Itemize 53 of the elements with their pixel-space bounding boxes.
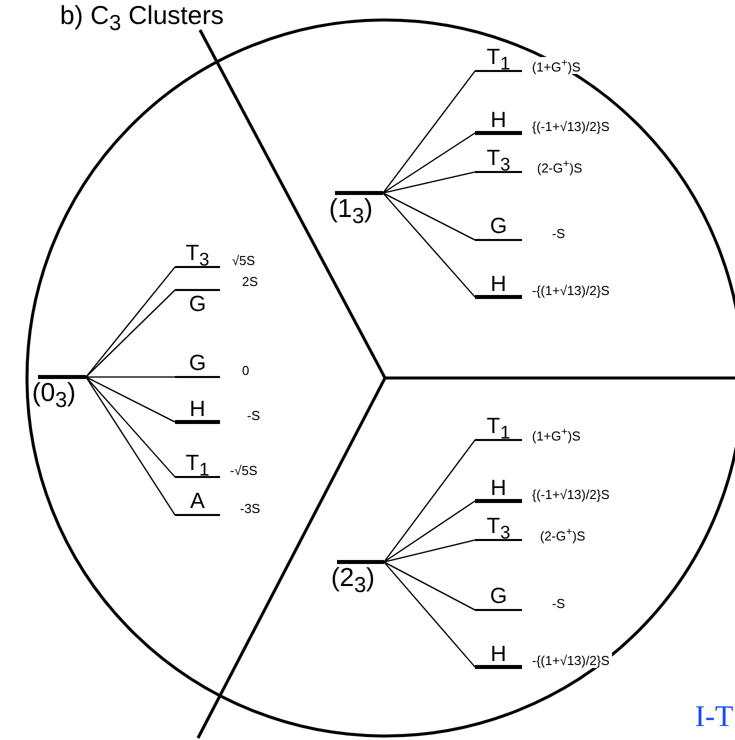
energy-level: H bbox=[475, 107, 522, 135]
splitting-line bbox=[85, 376, 176, 516]
energy-level: T$_{3}$ bbox=[475, 513, 522, 541]
energy-level: G bbox=[175, 289, 220, 317]
energy-level: T$_{1}$ bbox=[175, 450, 220, 478]
splitting-line bbox=[382, 70, 476, 194]
splitting-line bbox=[382, 192, 476, 241]
energy-level: G bbox=[475, 583, 522, 611]
energy-value: -3S bbox=[238, 501, 262, 516]
energy-value: 0 bbox=[240, 363, 252, 378]
energy-value: {(-1+√13)/2}S bbox=[530, 119, 612, 134]
splitting-line bbox=[86, 376, 176, 478]
state-label: (1$_{3}$) bbox=[329, 191, 389, 227]
energy-value: -{(1+√13)/2}S bbox=[530, 653, 612, 668]
figure-title: b) C$_{3}$ Clusters bbox=[60, 0, 224, 36]
splitting-line bbox=[384, 562, 476, 668]
energy-level: T$_{1}$ bbox=[475, 413, 522, 441]
state-label: (0$_{3}$) bbox=[32, 375, 92, 411]
splitting-line bbox=[86, 290, 176, 378]
energy-value: -√5S bbox=[228, 463, 260, 478]
energy-value: (1+G$^{+}$)S bbox=[530, 57, 583, 74]
splitting-line bbox=[86, 266, 176, 378]
energy-value: {(-1+√13)/2}S bbox=[530, 487, 612, 502]
energy-value: (2-G$^{+}$)S bbox=[538, 526, 588, 544]
energy-level: H bbox=[475, 475, 522, 503]
splitting-line bbox=[382, 171, 476, 194]
page-text: I-T bbox=[695, 700, 734, 734]
energy-level: T$_{3}$ bbox=[175, 240, 220, 268]
energy-level: T$_{1}$ bbox=[475, 44, 522, 72]
energy-level: G bbox=[175, 350, 220, 378]
splitting-line bbox=[384, 500, 476, 563]
energy-value: -S bbox=[245, 408, 262, 423]
energy-level: G bbox=[475, 213, 522, 241]
splitting-line bbox=[384, 561, 476, 611]
energy-level: H bbox=[175, 396, 220, 424]
energy-value: (2-G$^{+}$)S bbox=[535, 158, 584, 176]
splitting-line bbox=[382, 132, 476, 194]
energy-value: -S bbox=[550, 596, 567, 611]
energy-value: -{(1+√13)/2}S bbox=[530, 283, 612, 298]
splitting-line bbox=[383, 440, 476, 562]
energy-value: (1+G$^{+}$)S bbox=[530, 426, 583, 444]
energy-value: 2S bbox=[240, 274, 260, 289]
energy-level: T$_{3}$ bbox=[475, 145, 522, 173]
energy-value: -S bbox=[550, 226, 567, 241]
energy-level: A bbox=[175, 488, 220, 516]
energy-value: √5S bbox=[230, 253, 258, 268]
splitting-line bbox=[86, 376, 175, 378]
state-label: (2$_{3}$) bbox=[331, 560, 391, 596]
energy-level: H bbox=[475, 271, 522, 299]
energy-level: H bbox=[475, 641, 522, 669]
splitting-line bbox=[382, 192, 476, 298]
splitting-line bbox=[86, 376, 176, 423]
splitting-line bbox=[384, 539, 476, 563]
